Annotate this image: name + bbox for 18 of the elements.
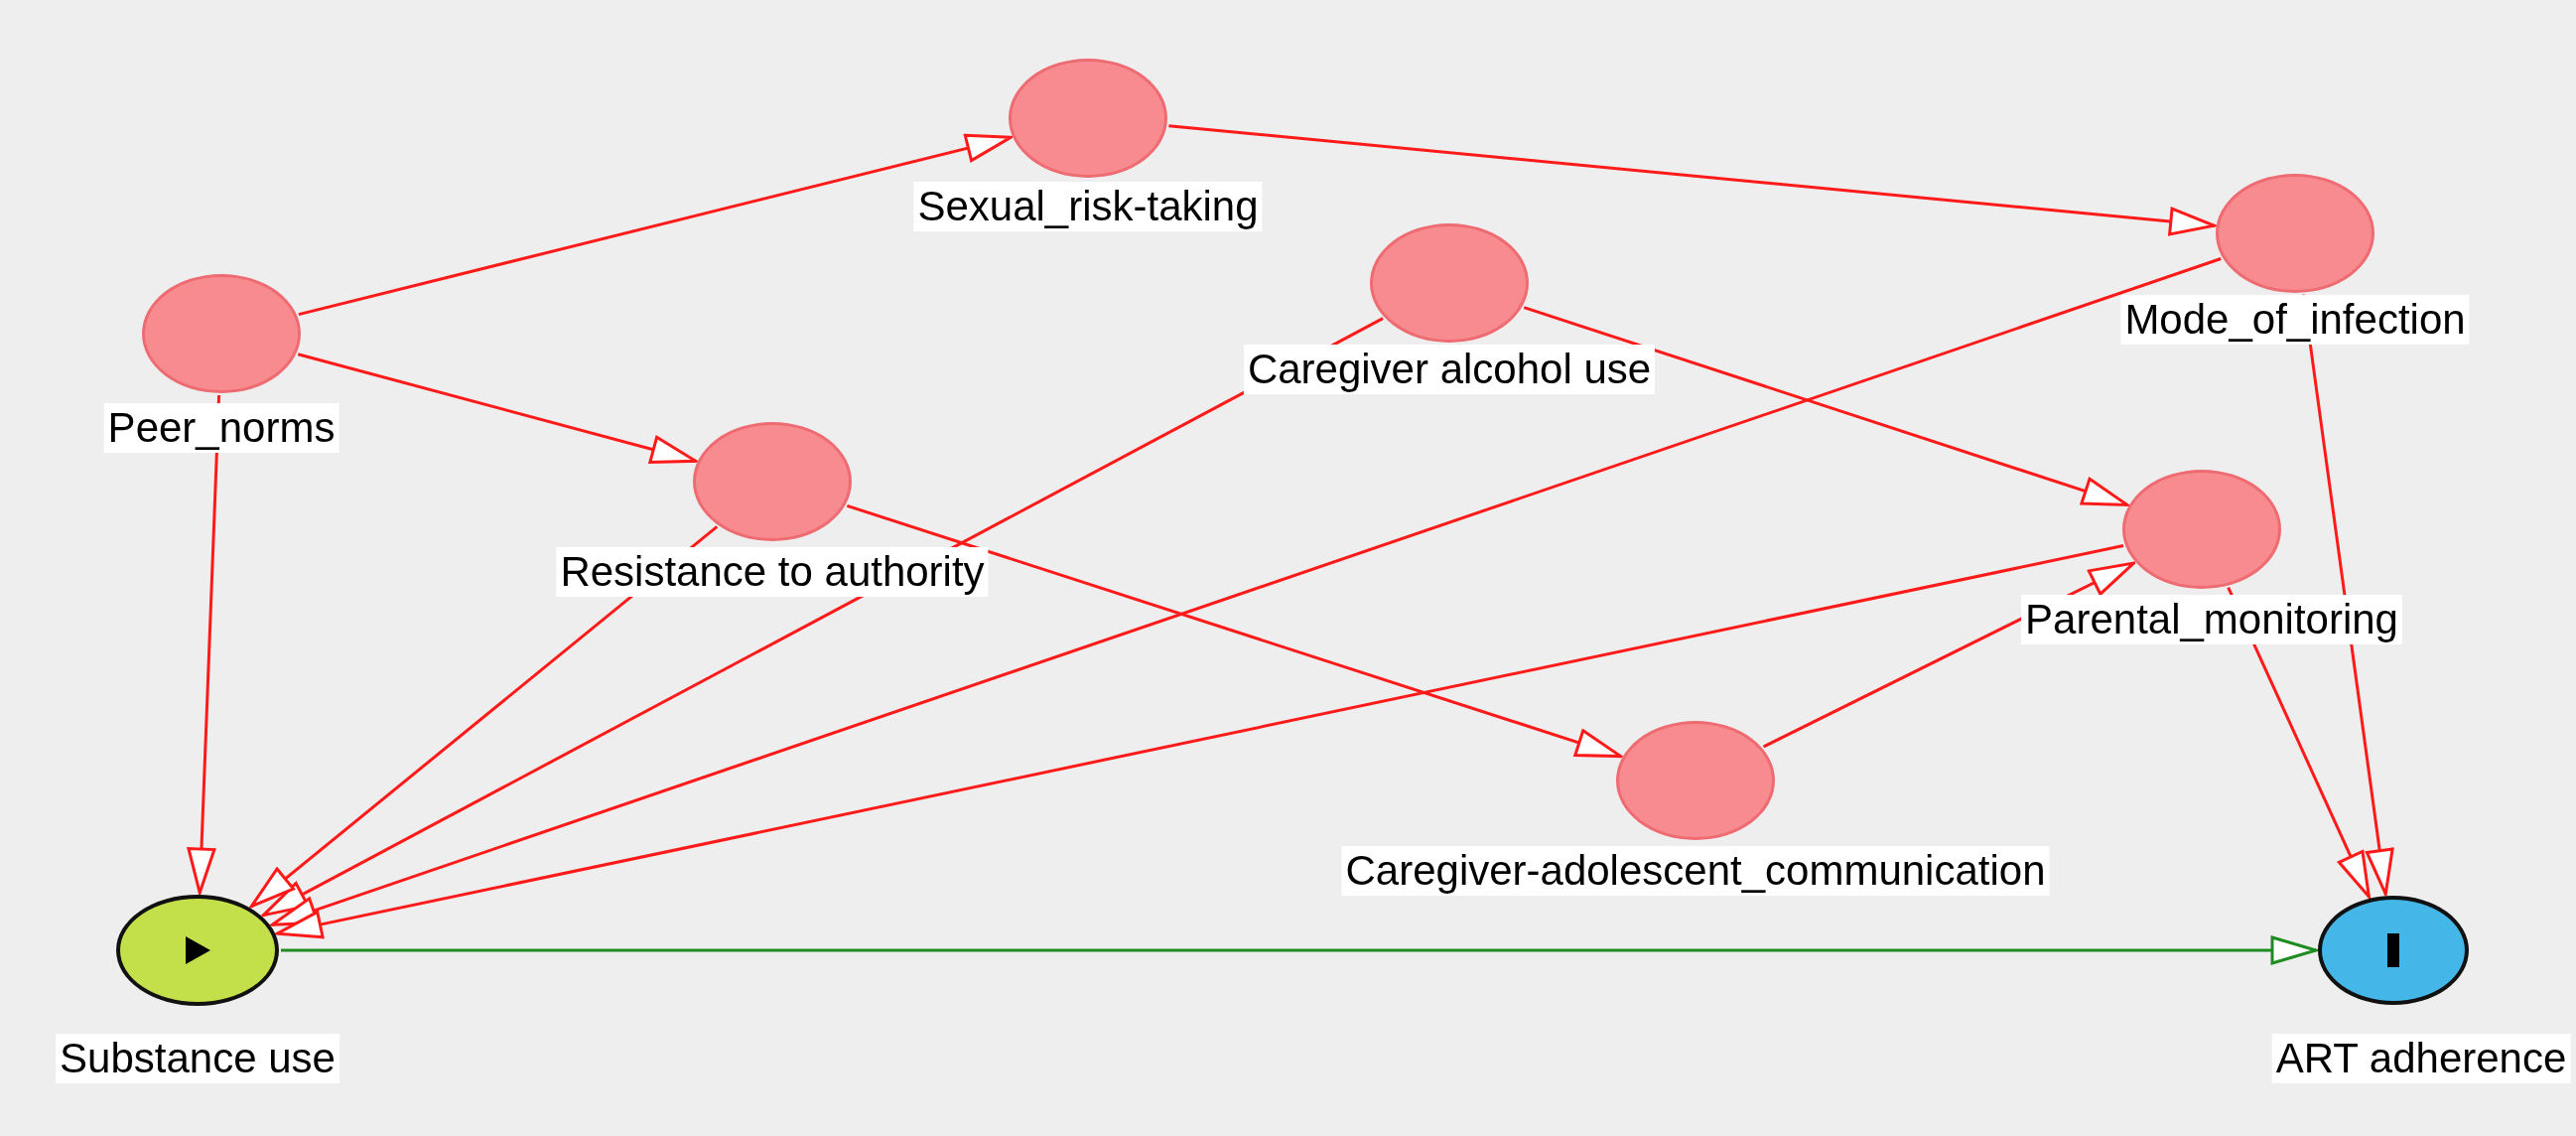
variable-label: Substance use — [56, 1034, 339, 1084]
variable-label: Caregiver alcohol use — [1243, 345, 1656, 395]
variable-label: Mode_of_infection — [2120, 295, 2470, 346]
arrow — [1168, 124, 2217, 236]
variable-label: Peer_norms — [103, 403, 339, 454]
arrow — [270, 257, 2222, 926]
arrow — [275, 544, 2124, 939]
arrow — [298, 133, 1013, 317]
variable-label: ART adherence — [2271, 1034, 2571, 1084]
variable-label: Sexual_risk-taking — [913, 182, 1263, 232]
arrow — [187, 394, 221, 895]
arrow — [281, 935, 2318, 965]
variable-label: Caregiver-adolescent_communication — [1341, 846, 2050, 897]
arrow — [846, 503, 1623, 759]
arrow — [1523, 306, 2129, 506]
arrow — [297, 353, 698, 464]
variable-label: Resistance to authority — [556, 547, 989, 598]
variable-label: Parental_monitoring — [2021, 595, 2402, 645]
